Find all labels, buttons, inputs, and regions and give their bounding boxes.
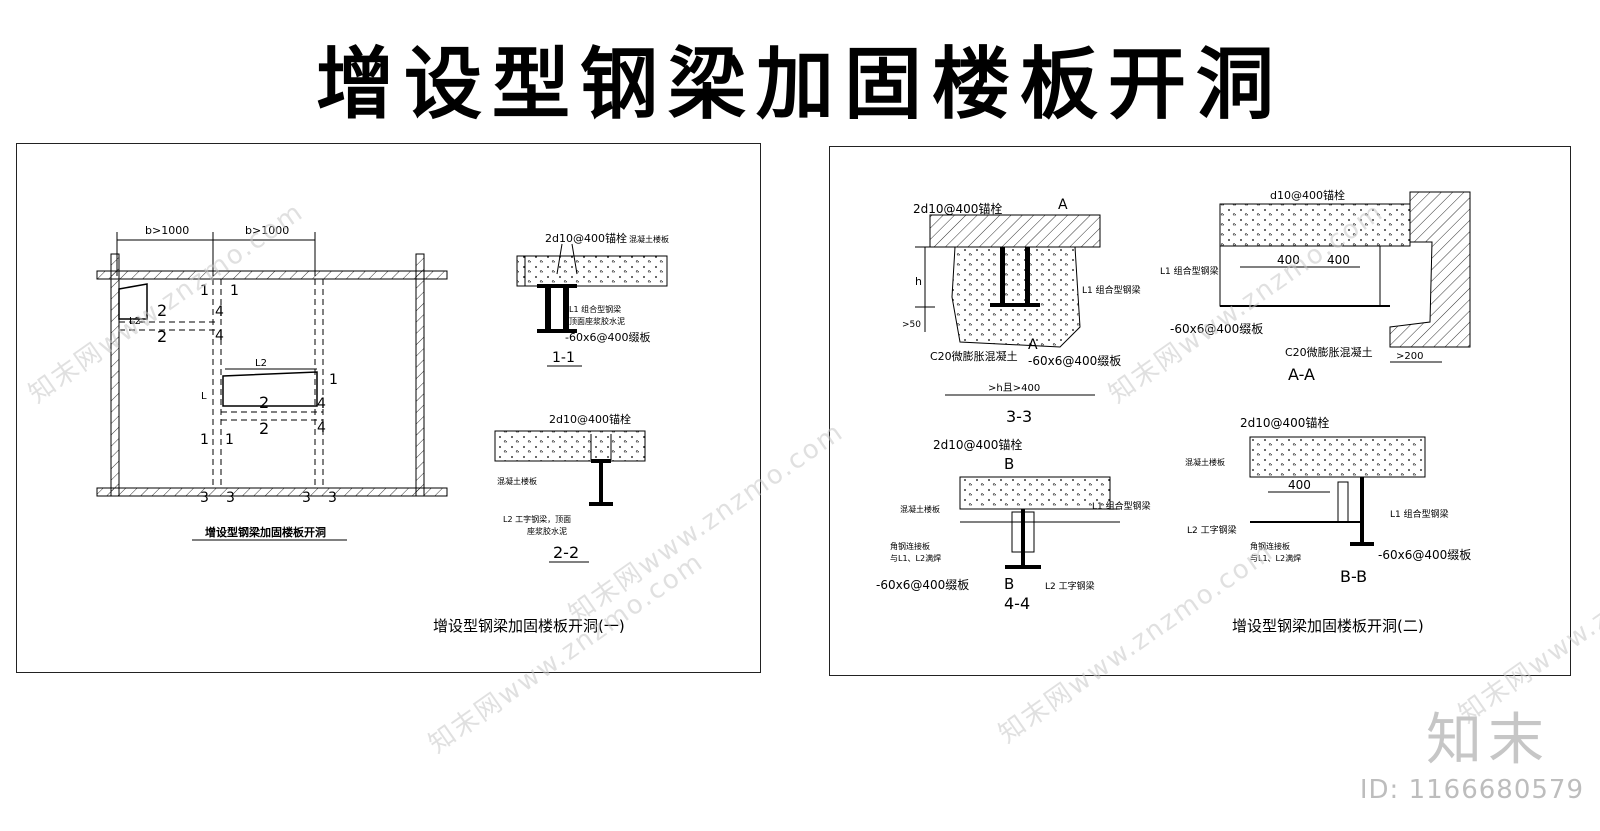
plan-mark-4b: 4: [215, 328, 224, 344]
s33-c20: C20微膨胀混凝土: [930, 349, 1018, 363]
plan-mark-4d: 4: [317, 420, 326, 436]
plan-mark-4a: 4: [215, 304, 224, 320]
plan-caption: 增设型钢梁加固楼板开洞: [205, 525, 326, 539]
s33-L1: L1 组合型钢梁: [1082, 284, 1141, 296]
drawing-panel-1: b>1000 b>1000 L2 L2 L 2 2 2 2 1 1 1 1 1: [16, 143, 761, 673]
section-4-4: 2d10@400锚栓 B B 混凝土楼板 L1 组合型钢梁 角钢连接板 与L1、…: [876, 437, 1151, 613]
s11-plate: -60x6@400缀板: [565, 330, 650, 344]
s44-B-bot: B: [1004, 575, 1014, 593]
s44-title: 4-4: [1004, 594, 1030, 613]
s44-slab: 混凝土楼板: [900, 504, 940, 514]
sBB-d: 400: [1288, 478, 1311, 492]
plan-mark-2b: 2: [157, 327, 167, 346]
s33-rebar: 2d10@400锚栓: [913, 201, 1002, 216]
sBB-title: B-B: [1340, 567, 1367, 586]
sBB-rebar: 2d10@400锚栓: [1240, 415, 1329, 430]
dim-b-left: b>1000: [145, 224, 189, 237]
sBB-angle: 角钢连接板: [1250, 541, 1290, 551]
plan-label-L2-a: L2: [129, 316, 141, 327]
section-B-B: 2d10@400锚栓 混凝土楼板 400 L1 组合型钢梁 L2 工字钢梁 角钢…: [1185, 415, 1471, 586]
plan-mark-4c: 4: [317, 396, 326, 412]
section-2-2: 2d10@400锚栓 混凝土楼板 L2 工字钢梁，顶面 座浆胶水泥 2-2: [494, 412, 646, 563]
plan-label-L2-b: L2: [255, 358, 267, 369]
s44-rebar: 2d10@400锚栓: [933, 437, 1022, 452]
plan-mark-1b: 1: [230, 283, 239, 299]
drawing-sheet-1: b>1000 b>1000 L2 L2 L 2 2 2 2 1 1 1 1 1: [96, 224, 669, 635]
plan-mark-3a: 3: [200, 490, 209, 506]
sBB-slab: 混凝土楼板: [1185, 457, 1225, 467]
sAA-d1: 400: [1277, 253, 1300, 267]
brand-logo: 知末: [1426, 708, 1550, 773]
s22-slab: 混凝土楼板: [497, 476, 537, 486]
plan-mark-2d: 2: [259, 419, 269, 438]
s22-note: 座浆胶水泥: [527, 526, 567, 536]
sAA-rebar: d10@400锚栓: [1270, 188, 1345, 202]
s33-h: h: [915, 275, 922, 288]
drawing-panel-2: 2d10@400锚栓 A A h >50 L1 组合型钢梁 C20微膨胀混凝土 …: [829, 146, 1571, 676]
panel1-caption: 增设型钢梁加固楼板开洞(一): [433, 617, 625, 635]
s22-L2: L2 工字钢梁，顶面: [503, 514, 571, 524]
s44-plate: -60x6@400缀板: [876, 578, 969, 592]
s11-L1: L1 组合型钢梁: [569, 304, 621, 314]
sBB-L1: L1 组合型钢梁: [1390, 508, 1449, 520]
sAA-title: A-A: [1288, 365, 1315, 384]
s33-50: >50: [902, 320, 921, 330]
plan-mark-1d: 1: [200, 432, 209, 448]
section-3-3: 2d10@400锚栓 A A h >50 L1 组合型钢梁 C20微膨胀混凝土 …: [902, 197, 1141, 426]
section-A-A: d10@400锚栓 400 400 L1 组合型钢梁 -60x6@400缀板 C…: [1160, 188, 1471, 384]
s22-rebar: 2d10@400锚栓: [549, 412, 631, 426]
plan-mark-2a: 2: [157, 301, 167, 320]
sAA-c20: C20微膨胀混凝土: [1285, 345, 1373, 359]
panel2-caption: 增设型钢梁加固楼板开洞(二): [1232, 617, 1424, 635]
s33-dim: >h且>400: [988, 382, 1040, 394]
s44-L2: L2 工字钢梁: [1045, 580, 1095, 592]
sAA-200: >200: [1396, 351, 1423, 362]
dim-b-right: b>1000: [245, 224, 289, 237]
sAA-L1: L1 组合型钢梁: [1160, 265, 1219, 277]
s11-title: 1-1: [552, 350, 575, 366]
s33-plate: -60x6@400缀板: [1028, 354, 1121, 368]
plan-mark-3c: 3: [302, 490, 311, 506]
s33-A-top: A: [1058, 197, 1068, 213]
plan-mark-3b: 3: [226, 490, 235, 506]
s44-L1: L1 组合型钢梁: [1092, 500, 1151, 512]
image-id: ID: 1166680579: [1359, 775, 1584, 805]
plan-mark-3d: 3: [328, 490, 337, 506]
plan-mark-1e: 1: [225, 432, 234, 448]
sBB-plate: -60x6@400缀板: [1378, 548, 1471, 562]
plan-mark-2c: 2: [259, 393, 269, 412]
sBB-L2: L2 工字钢梁: [1187, 524, 1237, 536]
page-title: 增设型钢梁加固楼板开洞: [315, 39, 1284, 130]
s11-slab: 混凝土楼板: [629, 234, 669, 244]
s33-A-bot: A: [1028, 337, 1038, 353]
section-1-1: 2d10@400锚栓 混凝土楼板 L1 组合型钢梁 顶面座浆胶水泥 -60x6@…: [516, 231, 669, 367]
s33-title: 3-3: [1006, 407, 1032, 426]
plan-mark-1a: 1: [200, 283, 209, 299]
plan-label-L: L: [201, 391, 207, 402]
sAA-d2: 400: [1327, 253, 1350, 267]
sBB-weld: 与L1、L2满焊: [1250, 553, 1301, 563]
plan-view: b>1000 b>1000 L2 L2 L 2 2 2 2 1 1 1 1 1: [96, 224, 448, 541]
s11-rebar: 2d10@400锚栓: [545, 231, 627, 245]
drawing-sheet-2: 2d10@400锚栓 A A h >50 L1 组合型钢梁 C20微膨胀混凝土 …: [876, 188, 1471, 635]
s44-B-top: B: [1004, 455, 1014, 473]
s44-weld: 与L1、L2满焊: [890, 553, 941, 563]
s22-title: 2-2: [553, 543, 579, 562]
s11-note: 顶面座浆胶水泥: [569, 316, 625, 326]
plan-mark-1c: 1: [329, 372, 338, 388]
sAA-plate: -60x6@400缀板: [1170, 322, 1263, 336]
s44-angle: 角钢连接板: [890, 541, 930, 551]
